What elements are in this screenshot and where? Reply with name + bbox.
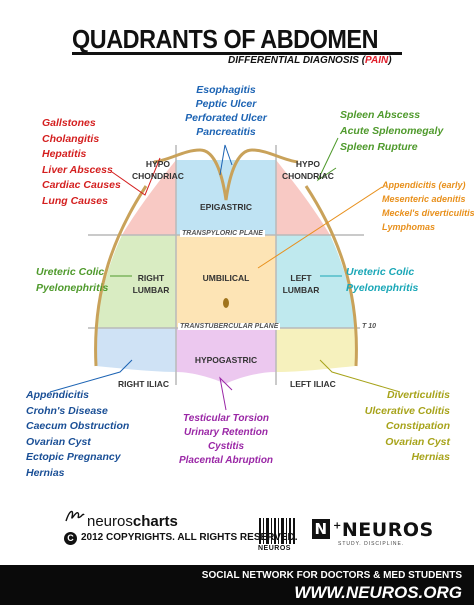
list-item: Crohn's Disease xyxy=(26,404,108,417)
diagnoses-right-iliac: Appendicitis Crohn's Disease Caecum Obst… xyxy=(26,388,129,481)
list-item: Hernias xyxy=(411,451,450,463)
list-item: Esophagitis xyxy=(196,84,256,96)
diagnoses-left-hypochondriac: Spleen Abscess Acute Splenomegaly Spleen… xyxy=(340,107,443,155)
subtitle-pain: PAIN xyxy=(365,55,389,66)
list-item: Ectopic Pregnancy xyxy=(26,451,121,463)
list-item: Appendicitis xyxy=(26,389,90,401)
pointer-umbilical xyxy=(257,186,383,269)
neuros-tagline: STUDY. DISCIPLINE. xyxy=(338,541,405,547)
right-flank-outline xyxy=(94,185,148,367)
label-umbilical: UMBILICAL xyxy=(202,273,250,283)
list-item: Ureteric Colic xyxy=(346,266,415,278)
label-left-iliac: LEFT ILIAC xyxy=(290,379,336,389)
left-flank-outline xyxy=(304,185,358,367)
label-epigastric: EPIGASTRIC xyxy=(200,202,252,212)
region-left-iliac xyxy=(276,328,356,372)
list-item: Pyelonephritis xyxy=(346,281,419,294)
list-item: Testicular Torsion xyxy=(183,413,269,424)
diagnoses-hypogastric: Testicular Torsion Urinary Retention Cys… xyxy=(166,412,286,468)
list-item: Liver Abscess xyxy=(42,163,113,176)
list-item: Lung Causes xyxy=(42,194,108,207)
neuroscharts-brand: neuroscharts xyxy=(87,513,178,530)
barcode-label: NEUROS xyxy=(258,545,291,552)
list-item: Spleen Rupture xyxy=(340,141,418,153)
subtitle-text: DIFFERENTIAL DIAGNOSIS ( xyxy=(228,55,366,66)
list-item: Ovarian Cyst xyxy=(385,435,450,448)
page-title: QUADRANTS OF ABDOMEN xyxy=(72,24,379,54)
list-item: Placental Abruption xyxy=(178,455,274,466)
label-transpyloric-plane: TRANSPYLORIC PLANE xyxy=(180,230,265,237)
list-item: Acute Splenomegaly xyxy=(340,125,444,137)
footer-tagline: SOCIAL NETWORK FOR DOCTORS & MED STUDENT… xyxy=(201,570,462,581)
footer-bar xyxy=(0,565,474,605)
list-item: Ulcerative Colitis xyxy=(364,404,450,417)
page-subtitle: DIFFERENTIAL DIAGNOSIS (PAIN) xyxy=(228,55,392,66)
list-item: Gallstones xyxy=(42,117,96,129)
pointer-right-iliac xyxy=(49,359,133,393)
list-item: Cystitis xyxy=(207,441,245,452)
diagnoses-right-lumbar: Ureteric Colic Pyelonephritis xyxy=(36,265,108,296)
title-underline xyxy=(72,52,402,55)
list-item: Hernias xyxy=(26,466,65,479)
diagnoses-right-hypochondriac: Gallstones Cholangitis Hepatitis Liver A… xyxy=(42,116,121,209)
costal-margin-outline xyxy=(153,148,299,201)
region-right-iliac xyxy=(96,328,176,372)
label-t10: T 10 xyxy=(360,323,379,330)
list-item: Meckel's diverticulitis xyxy=(382,208,474,218)
list-item: Lymphomas xyxy=(382,222,436,232)
pointer-hypogastric xyxy=(219,376,233,411)
list-item: Pyelonephritis xyxy=(36,281,109,294)
region-hypogastric xyxy=(176,328,276,384)
list-item: Caecum Obstruction xyxy=(26,420,130,432)
list-item: Pancreatitis xyxy=(196,126,256,138)
label-transtubercular-plane: TRANSTUBERCULAR PLANE xyxy=(178,323,281,330)
region-right-lumbar xyxy=(96,235,176,328)
region-umbilical xyxy=(176,235,276,328)
pointer-left-hypochondriac xyxy=(316,137,339,182)
list-item: Perforated Ulcer xyxy=(185,112,267,124)
region-left-hypochondriac xyxy=(276,160,330,235)
neuros-logo-mark: N xyxy=(312,519,330,539)
list-item: Appendicitis (early) xyxy=(382,180,466,190)
copyright-icon: C xyxy=(64,532,77,545)
pointer-left-iliac xyxy=(319,359,401,393)
pointer-epigastric xyxy=(219,144,233,176)
list-item: Cholangitis xyxy=(42,132,100,145)
label-right-iliac: RIGHT ILIAC xyxy=(118,379,169,389)
list-item: Spleen Abscess xyxy=(340,109,421,121)
label-hypogastric: HYPOGASTRIC xyxy=(194,355,258,365)
list-item: Ovarian Cyst xyxy=(26,435,91,448)
list-item: Urinary Retention xyxy=(184,427,268,438)
list-item: Cardiac Causes xyxy=(42,179,121,191)
diagnoses-left-lumbar: Ureteric Colic Pyelonephritis xyxy=(346,265,418,296)
umbilicus xyxy=(223,298,229,308)
list-item: Constipation xyxy=(385,420,450,432)
region-right-hypochondriac xyxy=(122,160,176,235)
diagnoses-epigastric: Esophagitis Peptic Ulcer Perforated Ulce… xyxy=(166,83,286,139)
subtitle-close: ) xyxy=(388,55,392,66)
list-item: Peptic Ulcer xyxy=(195,98,257,110)
footer-url-link[interactable]: WWW.NEUROS.ORG xyxy=(294,583,462,602)
list-item: Ureteric Colic xyxy=(36,266,105,278)
list-item: Hepatitis xyxy=(42,148,87,160)
diagnoses-left-iliac: Diverticulitis Ulcerative Colitis Consti… xyxy=(334,388,450,466)
list-item: Diverticulitis xyxy=(386,389,450,401)
neuroscharts-signature-icon xyxy=(65,510,85,522)
diagnoses-umbilical: Appendicitis (early) Mesenteric adenitis… xyxy=(382,178,474,234)
list-item: Mesenteric adenitis xyxy=(382,194,466,204)
neuros-logo: N+NEUROS xyxy=(312,519,434,541)
barcode-icon xyxy=(259,518,295,544)
pointer-right-hypochondriac xyxy=(111,157,161,196)
region-left-lumbar xyxy=(276,235,356,328)
